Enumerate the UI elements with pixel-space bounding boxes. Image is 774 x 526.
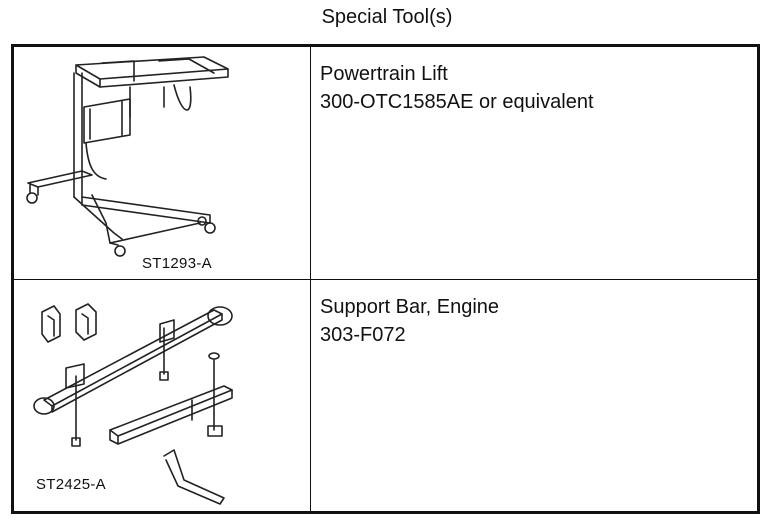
illustration-label: ST2425-A [36, 476, 106, 493]
tool-name: Support Bar, Engine [320, 296, 500, 318]
special-tools-table: ST1293-A Powertrain Lift 300-OTC1585AE o… [11, 44, 760, 514]
page-title: Special Tool(s) [321, 6, 453, 28]
illustration-label: ST1293-A [142, 255, 212, 272]
table-row: ST1293-A Powertrain Lift 300-OTC1585AE o… [14, 47, 757, 280]
tool-part-number: 300-OTC1585AE or equivalent [320, 91, 594, 113]
table-row: ST2425-A Support Bar, Engine 303-F072 [14, 280, 757, 511]
tool-part-number: 303-F072 [320, 324, 406, 346]
tool-description-cell: Powertrain Lift 300-OTC1585AE or equival… [311, 47, 757, 279]
tool-name: Powertrain Lift [320, 63, 448, 85]
tool-illustration-cell: ST1293-A [14, 47, 311, 279]
support-bar-illustration [33, 303, 233, 505]
tool-description-cell: Support Bar, Engine 303-F072 [311, 280, 757, 511]
tool-illustration-cell: ST2425-A [14, 280, 311, 511]
powertrain-lift-illustration [26, 56, 229, 257]
